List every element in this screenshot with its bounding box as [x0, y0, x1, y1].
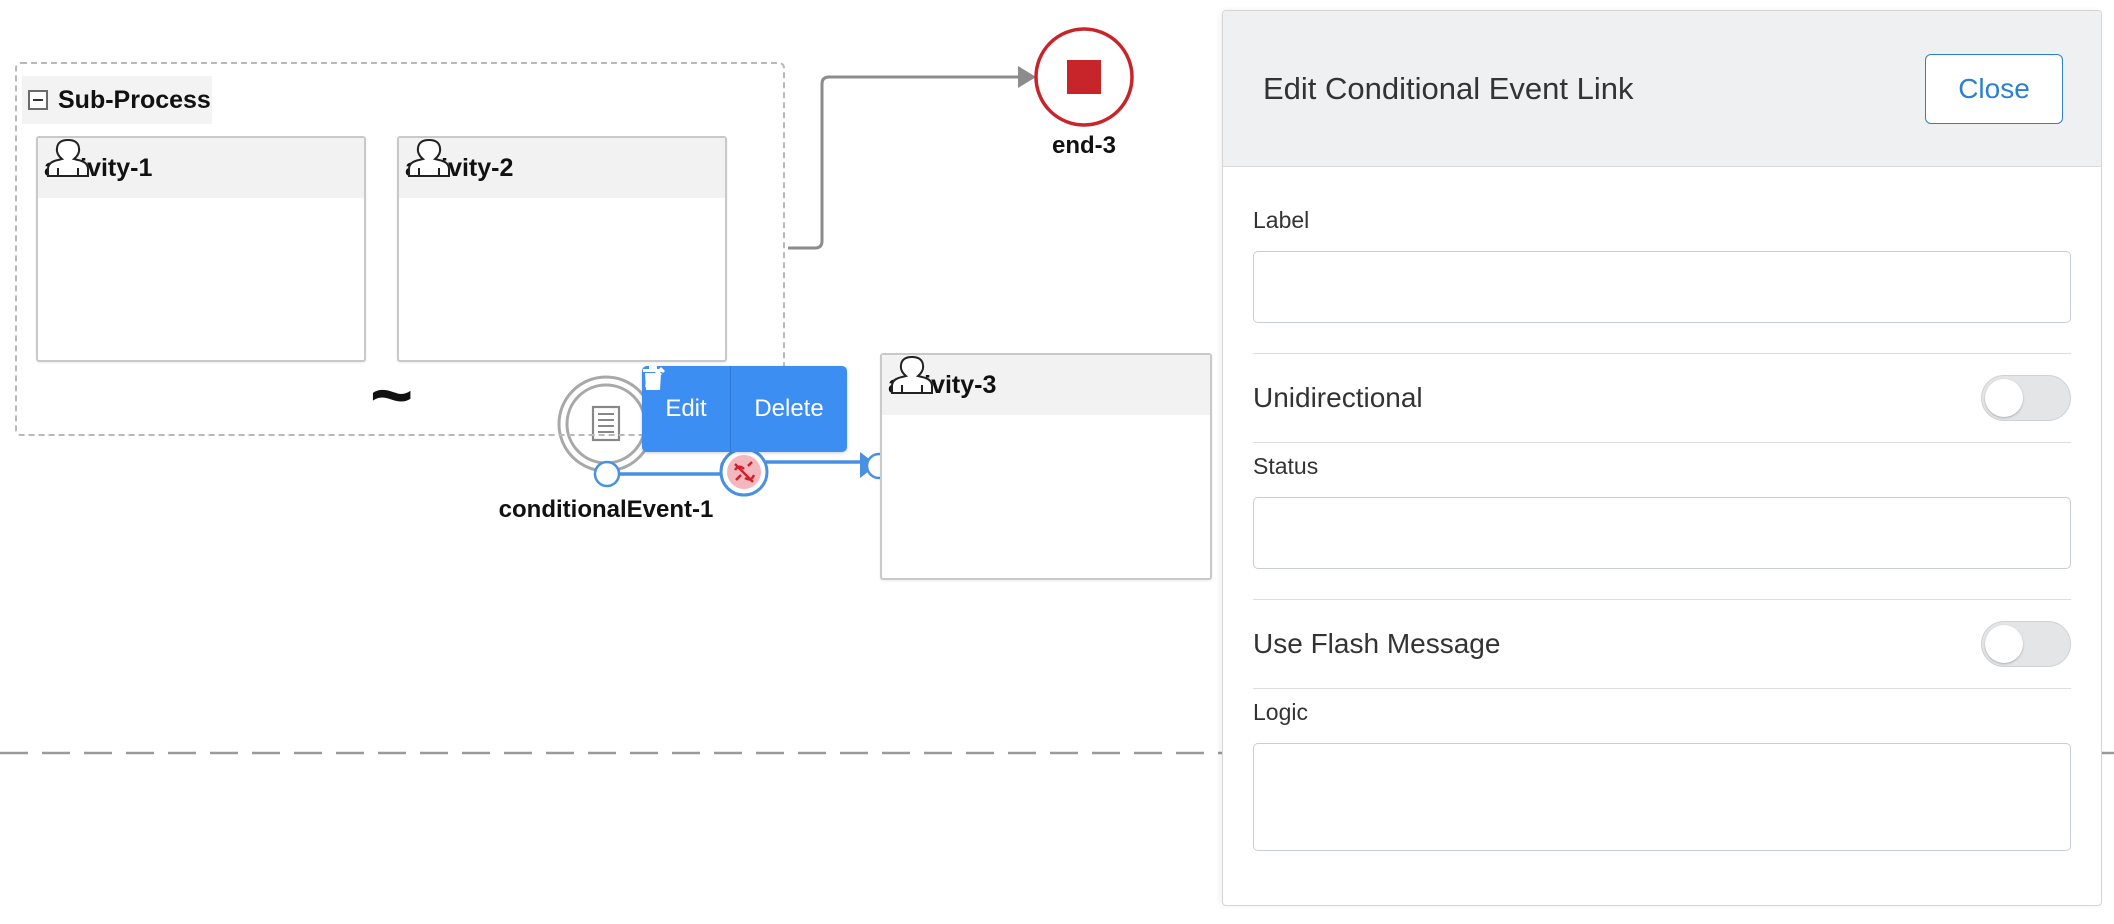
unidirectional-label: Unidirectional [1253, 382, 1423, 413]
user-task-icon [408, 138, 450, 177]
activity-header: activity-1 [38, 138, 364, 198]
toggle-knob [1985, 379, 2023, 417]
activity-box-3[interactable]: activity-3 [880, 353, 1212, 580]
sub-process-header[interactable]: Sub-Process [22, 76, 212, 124]
flash-message-row: Use Flash Message [1253, 599, 2071, 689]
sequence-flow-to-end-3[interactable] [788, 75, 1018, 250]
status-input[interactable] [1253, 497, 2071, 569]
label-field-label: Label [1253, 207, 1310, 233]
label-input[interactable] [1253, 251, 2071, 323]
edit-label: Edit [665, 395, 707, 422]
panel-title: Edit Conditional Event Link [1263, 70, 1634, 106]
logic-textarea[interactable] [1253, 743, 2071, 851]
status-field-label: Status [1253, 453, 1319, 479]
panel-body: Label Unidirectional Status Use Flash Me… [1223, 167, 2101, 856]
unidirectional-toggle[interactable] [1981, 375, 2071, 421]
collapse-toggle-icon[interactable] [28, 90, 48, 110]
trash-icon [643, 366, 663, 390]
activity-box-1[interactable]: activity-1 [36, 136, 366, 362]
end-event-stop-icon [1067, 60, 1101, 94]
conditional-event-label: conditionalEvent-1 [498, 496, 714, 523]
unlink-icon [734, 461, 756, 483]
logic-field-label: Logic [1253, 699, 1308, 725]
panel-header: Edit Conditional Event Link Close [1223, 11, 2101, 167]
delete-label: Delete [754, 395, 824, 422]
activity-box-2[interactable]: activity-2 [397, 136, 727, 362]
sub-process-title: Sub-Process [58, 85, 211, 114]
end-event-label: end-3 [1051, 132, 1116, 159]
flash-message-label: Use Flash Message [1253, 628, 1501, 659]
activity-header: activity-2 [399, 138, 725, 198]
user-task-icon [891, 355, 933, 394]
close-button[interactable]: Close [1925, 53, 2063, 124]
edit-link-panel: Edit Conditional Event Link Close Label … [1222, 10, 2102, 906]
activity-header: activity-3 [882, 355, 1210, 415]
flash-message-toggle[interactable] [1981, 621, 2071, 667]
sub-process-container[interactable] [15, 62, 785, 436]
link-toolbar: Edit Delete [642, 366, 847, 452]
unidirectional-row: Unidirectional [1253, 353, 2071, 443]
delete-button[interactable]: Delete [643, 366, 847, 452]
sequence-flow-arrowhead [1018, 66, 1036, 88]
link-source-handle[interactable] [593, 460, 621, 488]
user-task-icon [47, 138, 89, 177]
toggle-knob [1985, 625, 2023, 663]
loop-marker: ~ [370, 353, 414, 436]
